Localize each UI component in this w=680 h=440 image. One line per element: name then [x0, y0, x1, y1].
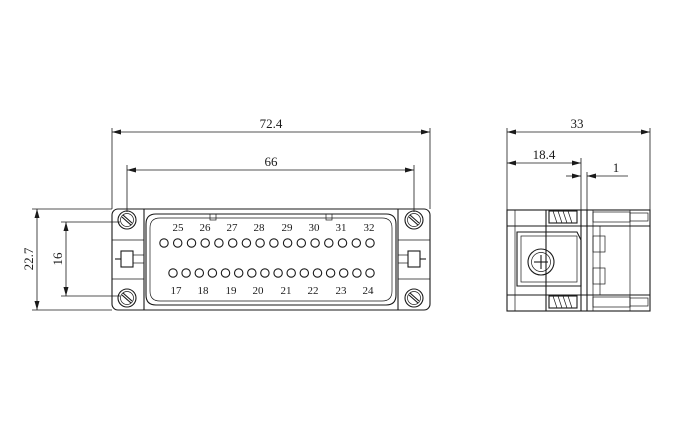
contact-pin	[365, 268, 375, 278]
contact-pin	[269, 238, 279, 248]
screw-thread-bottom-icon	[548, 295, 649, 309]
contact-pin	[207, 268, 218, 278]
contact-pin	[220, 268, 231, 278]
pin-number-top: 28	[254, 222, 266, 234]
contact-pin	[299, 268, 310, 278]
latch-right-icon	[397, 250, 426, 268]
contact-pin	[186, 238, 197, 248]
contact-pin	[247, 268, 257, 278]
pin-number-bottom: 17	[171, 285, 183, 297]
contact-pin	[286, 268, 296, 278]
contact-pin	[168, 268, 178, 278]
pin-number-top: 32	[364, 222, 375, 234]
dimension-label: 66	[265, 154, 279, 169]
contact-pin	[337, 238, 348, 248]
pin-number-top: 31	[336, 222, 347, 234]
pin-number-bottom: 19	[226, 285, 238, 297]
dimension-label: 72.4	[260, 116, 283, 131]
pin-number-top: 27	[227, 222, 239, 234]
contact-pin	[273, 268, 283, 278]
pin-number-bottom: 23	[336, 285, 348, 297]
insert-outline	[145, 213, 397, 306]
contact-pin	[351, 238, 362, 248]
screw-thread-top-icon	[548, 210, 649, 224]
contact-pin	[172, 238, 183, 248]
contact-pin	[282, 238, 293, 248]
dimension-overall-width: 72.4	[111, 116, 431, 209]
pin-number-bottom: 18	[198, 285, 210, 297]
contact-pin	[310, 238, 320, 248]
contact-pin	[325, 268, 336, 278]
pin-number-top: 29	[282, 222, 294, 234]
pin-number-bottom: 24	[363, 285, 375, 297]
contact-pin	[181, 268, 191, 278]
contact-pin	[324, 238, 334, 248]
dimension-flange-thickness: 1	[566, 160, 628, 210]
housing-outline	[111, 208, 431, 311]
side-view: 33 18.4 1	[506, 116, 651, 312]
screw-icon	[117, 210, 137, 230]
dimension-overall-depth: 33	[506, 116, 651, 210]
contact-pin	[233, 268, 244, 278]
dimension-label: 22.7	[21, 247, 36, 270]
contact-pin	[255, 238, 265, 248]
front-view: 25 26 27 28 29 30 31 32 17 18 19 20 21 2…	[21, 116, 431, 311]
screw-icon	[404, 210, 424, 230]
pin-number-bottom: 21	[281, 285, 292, 297]
dimension-body-depth: 18.4	[507, 147, 582, 210]
contact-pin	[260, 268, 270, 278]
pin-number-top: 25	[173, 222, 185, 234]
contact-pin	[312, 268, 323, 278]
contact-pin	[365, 238, 375, 248]
contact-pin	[338, 268, 349, 278]
contact-row-bottom	[168, 268, 375, 278]
contact-pin	[159, 238, 169, 248]
contact-pin	[352, 268, 362, 278]
dimension-overall-height: 22.7	[21, 208, 112, 311]
dimension-label: 18.4	[533, 147, 556, 162]
pin-number-bottom: 22	[308, 285, 319, 297]
contact-pin	[241, 238, 252, 248]
contact-pin	[296, 238, 307, 248]
dimension-label: 33	[571, 116, 584, 131]
contact-pin	[200, 238, 210, 248]
screw-icon	[117, 288, 137, 308]
contact-pin	[214, 238, 224, 248]
pin-number-top: 26	[200, 222, 212, 234]
dimension-label: 16	[50, 252, 65, 266]
screw-icon	[404, 288, 424, 308]
dimension-mount-spacing: 66	[126, 154, 415, 212]
phillips-screw-icon	[527, 248, 555, 276]
contact-pin	[227, 238, 238, 248]
side-body-outline	[506, 209, 651, 312]
contact-row-top	[159, 238, 375, 248]
contact-pin	[194, 268, 205, 278]
dimension-label: 1	[613, 160, 620, 175]
pin-number-top: 30	[309, 222, 321, 234]
latch-left-icon	[115, 250, 145, 268]
dimension-hole-spacing: 16	[50, 221, 120, 297]
pin-number-bottom: 20	[253, 285, 265, 297]
